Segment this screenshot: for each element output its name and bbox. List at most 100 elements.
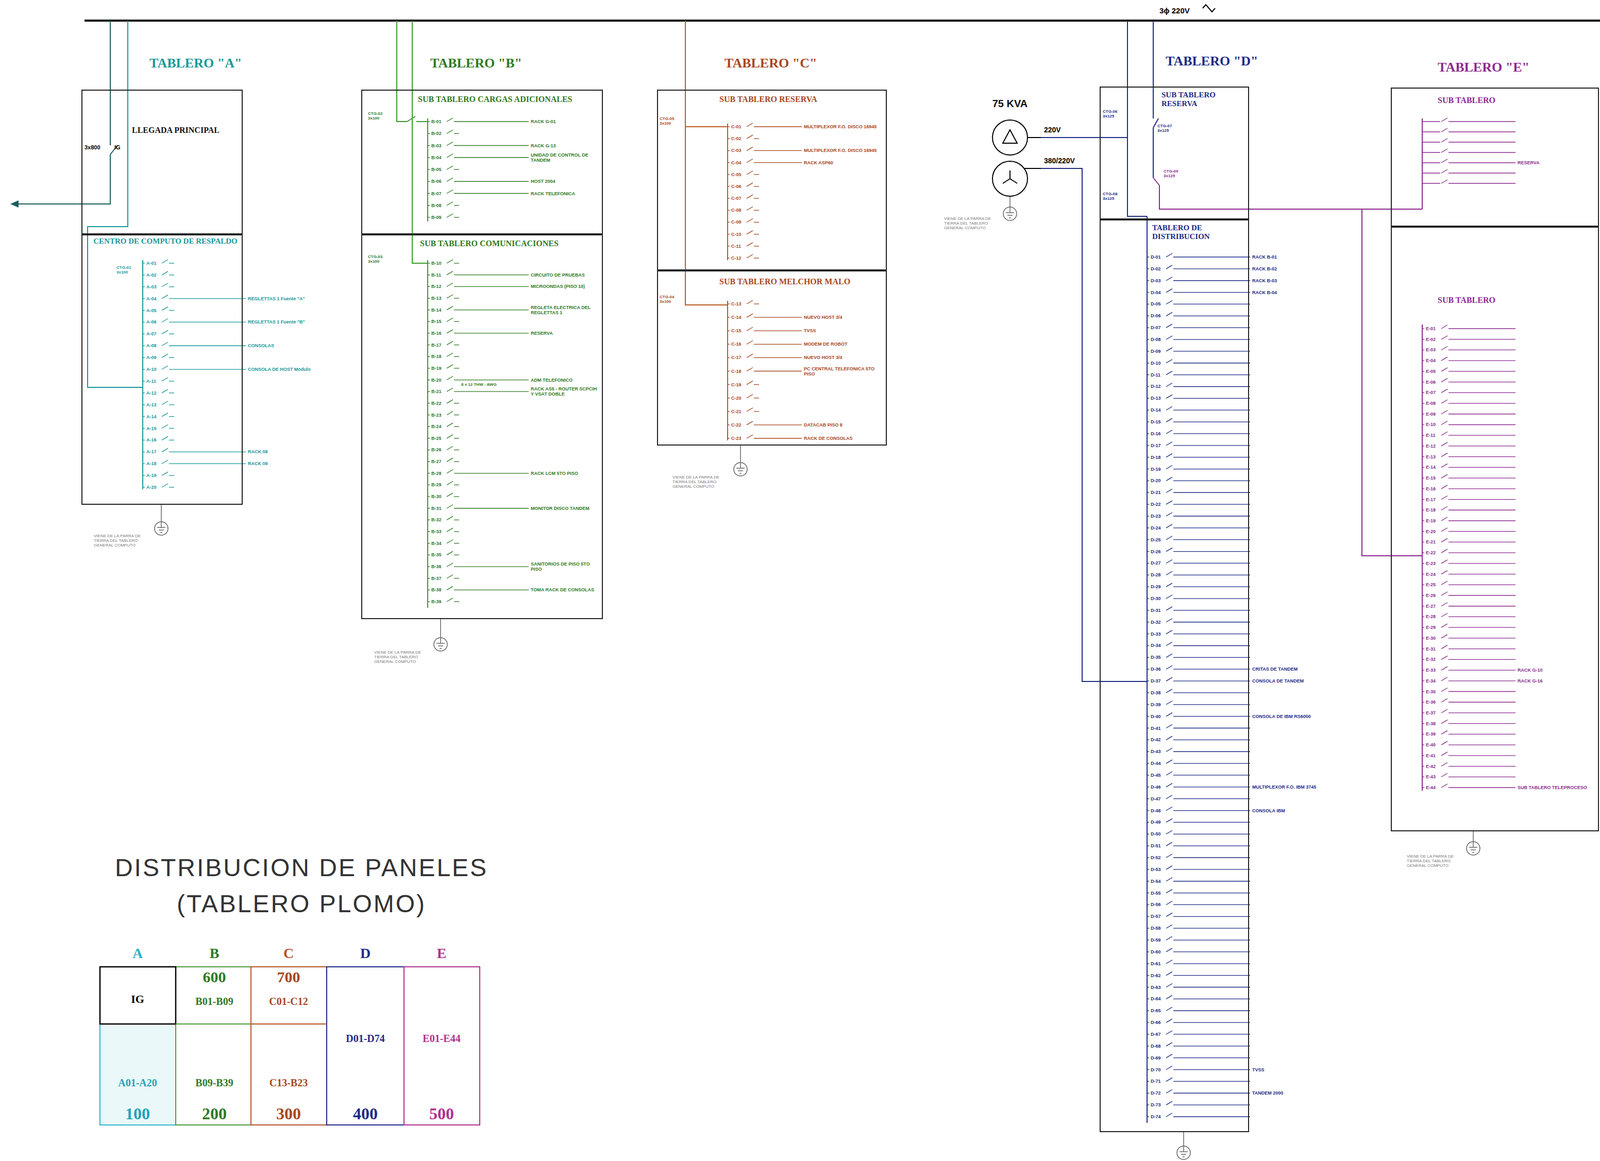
annotation: CTG-05 3x100	[659, 116, 684, 126]
circuit-number: D-61	[1150, 961, 1161, 968]
ground-symbol	[733, 462, 748, 477]
circuit-number: D-06	[1150, 312, 1161, 319]
breaker-symbol	[1441, 698, 1448, 703]
circuit-line	[453, 169, 460, 170]
circuit-tap	[427, 133, 430, 134]
circuit-number: B-36	[431, 563, 442, 570]
circuit-tap	[1422, 456, 1425, 458]
circuit-tap	[142, 345, 145, 347]
sub-panel: SUB TABLERO RESERVA	[657, 89, 887, 271]
circuit-line	[169, 333, 175, 335]
circuit-tap	[142, 380, 145, 382]
breaker-symbol	[1166, 748, 1173, 752]
breaker-symbol	[746, 135, 753, 139]
circuit-line	[753, 397, 760, 399]
ground-symbol	[433, 637, 448, 652]
circuit-tap	[1147, 398, 1150, 399]
breaker-symbol	[1166, 630, 1173, 635]
breaker-symbol	[446, 528, 453, 532]
circuit-line	[169, 310, 175, 311]
circuit-line	[1173, 1057, 1251, 1059]
feeder	[109, 20, 111, 146]
breaker-symbol	[446, 481, 453, 485]
feeder-connector	[1040, 137, 1100, 139]
circuit-tap	[1422, 141, 1441, 143]
circuit-line	[1448, 141, 1516, 143]
breaker-symbol	[1166, 253, 1173, 258]
circuit-tap	[1422, 723, 1425, 724]
breaker-symbol	[746, 206, 753, 211]
panel-box: TABLERO "D"SUB TABLERO RESERVATABLERO DE…	[1099, 86, 1250, 1133]
circuit-number: D-52	[1150, 854, 1161, 862]
circuit-number: E-01	[1425, 325, 1436, 332]
panel-title: TABLERO "B"	[430, 55, 565, 72]
ground-note: VIENE DE LA PARRA DE TIERRA DEL TABLERO …	[944, 216, 1001, 231]
breaker-symbol	[1441, 720, 1448, 724]
delta-symbol	[1002, 129, 1018, 144]
circuit-number: D-74	[1150, 1114, 1161, 1121]
sub-panel-heading: SUB TABLERO MELCHOR MALO	[719, 277, 880, 287]
circuit-number: B-06	[431, 178, 442, 185]
circuit-number: E-20	[1425, 528, 1436, 535]
ground-symbol	[438, 645, 444, 647]
circuit-line	[1173, 680, 1251, 682]
ground-note: VIENE DE LA PARRA DE TIERRA DEL TABLERO …	[1406, 854, 1466, 869]
breaker-symbol	[446, 271, 453, 276]
circuit-number: E-37	[1425, 710, 1436, 717]
panel-title: TABLERO "E"	[1437, 59, 1572, 76]
circuit-line	[1173, 633, 1251, 635]
circuit-number: E-40	[1425, 742, 1436, 749]
circuit-line	[1173, 822, 1251, 823]
circuit-line	[1173, 1011, 1251, 1012]
circuit-number: D-05	[1150, 300, 1161, 308]
breaker-symbol	[746, 394, 753, 399]
circuit-number: D-32	[1150, 619, 1161, 626]
circuit-line	[453, 157, 529, 158]
circuit-line	[169, 392, 175, 394]
circuit-number: C-05	[731, 171, 742, 178]
ground-note: VIENE DE LA PARRA DE TIERRA DEL TABLERO …	[672, 475, 733, 490]
breaker-symbol	[446, 364, 453, 369]
circuit-line	[1448, 131, 1516, 132]
circuit-description: TANDEM 2000	[1252, 1090, 1322, 1097]
annotation: CTG-07 3x125	[1157, 123, 1182, 133]
breaker-symbol	[746, 381, 753, 385]
circuit-line	[1448, 659, 1516, 661]
circuit-tap	[427, 356, 430, 358]
breaker-symbol	[446, 142, 453, 146]
circuit-line	[453, 543, 460, 544]
circuit-number: A-03	[146, 283, 157, 291]
feeder	[1152, 20, 1154, 119]
breaker-symbol	[1166, 324, 1173, 328]
circuit-line	[1173, 398, 1251, 399]
breaker-symbol	[1166, 924, 1173, 929]
circuit-line	[1448, 339, 1516, 340]
ground-note: VIENE DE LA PARRA DE TIERRA DEL TABLERO …	[374, 650, 433, 665]
circuit-number: C-13	[731, 300, 742, 308]
breaker-symbol	[161, 271, 168, 276]
breaker-symbol	[446, 329, 453, 334]
breaker-symbol	[1166, 1054, 1173, 1059]
circuit-tap	[1422, 328, 1425, 329]
circuit-tap	[1147, 515, 1150, 517]
panel-bus	[427, 260, 429, 609]
ground-symbol	[1005, 212, 1015, 214]
circuit-line	[1173, 751, 1251, 753]
circuit-tap	[1147, 775, 1150, 776]
circuit-line	[1173, 610, 1251, 611]
breaker-symbol	[1166, 913, 1173, 917]
table-cell-text: C	[273, 945, 305, 963]
circuit-line	[1173, 527, 1251, 529]
breaker-symbol	[1441, 592, 1448, 596]
circuit-tap	[1147, 810, 1150, 812]
circuit-line	[453, 121, 529, 122]
circuit-line	[753, 303, 760, 305]
circuit-tap	[1147, 1081, 1150, 1083]
breaker-symbol	[1166, 889, 1173, 894]
annotation: 380/220V	[1043, 156, 1084, 165]
circuit-line	[1448, 627, 1516, 629]
breaker-symbol	[1441, 410, 1448, 415]
breaker-symbol	[161, 318, 168, 323]
circuit-tap	[1147, 633, 1150, 635]
circuit-description: MICROONDAS (PISO 10)	[530, 283, 601, 290]
